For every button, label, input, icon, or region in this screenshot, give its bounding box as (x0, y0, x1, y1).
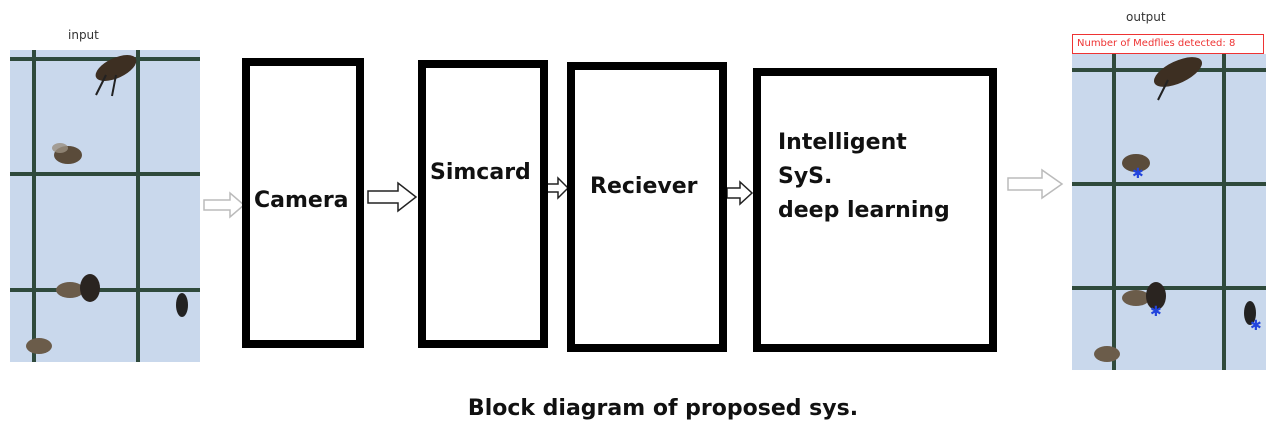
fly-icon (170, 290, 194, 320)
input-label: input (68, 28, 99, 42)
fly-icon (1090, 340, 1124, 368)
fly-icon (50, 268, 106, 308)
fly-icon (48, 138, 88, 172)
arrow-input-camera (202, 190, 246, 220)
arrow-camera-simcard (366, 180, 418, 214)
simcard-label: Simcard (430, 156, 531, 190)
output-photo: ✱ ✱ ✱ (1072, 54, 1266, 370)
diagram-caption: Block diagram of proposed sys. (0, 396, 1266, 421)
camera-label: Camera (254, 184, 349, 218)
fly-icon (1142, 54, 1212, 104)
detection-marker-icon: ✱ (1250, 318, 1262, 334)
fly-icon (22, 332, 56, 360)
fly-icon (86, 50, 146, 100)
fly-icon (1116, 276, 1172, 316)
arrow-reciever-intelligent (726, 180, 754, 206)
reciever-block (567, 62, 727, 352)
input-photo (10, 50, 200, 362)
intelligent-system-label: Intelligent SyS. deep learning (778, 126, 950, 228)
detection-count-box: Number of Medflies detected: 8 (1072, 34, 1264, 54)
reciever-label: Reciever (590, 170, 697, 204)
simcard-block (418, 60, 548, 348)
output-label: output (1126, 10, 1166, 24)
detection-marker-icon: ✱ (1132, 166, 1144, 182)
detection-marker-icon: ✱ (1150, 304, 1162, 320)
arrow-intelligent-output (1006, 168, 1064, 200)
